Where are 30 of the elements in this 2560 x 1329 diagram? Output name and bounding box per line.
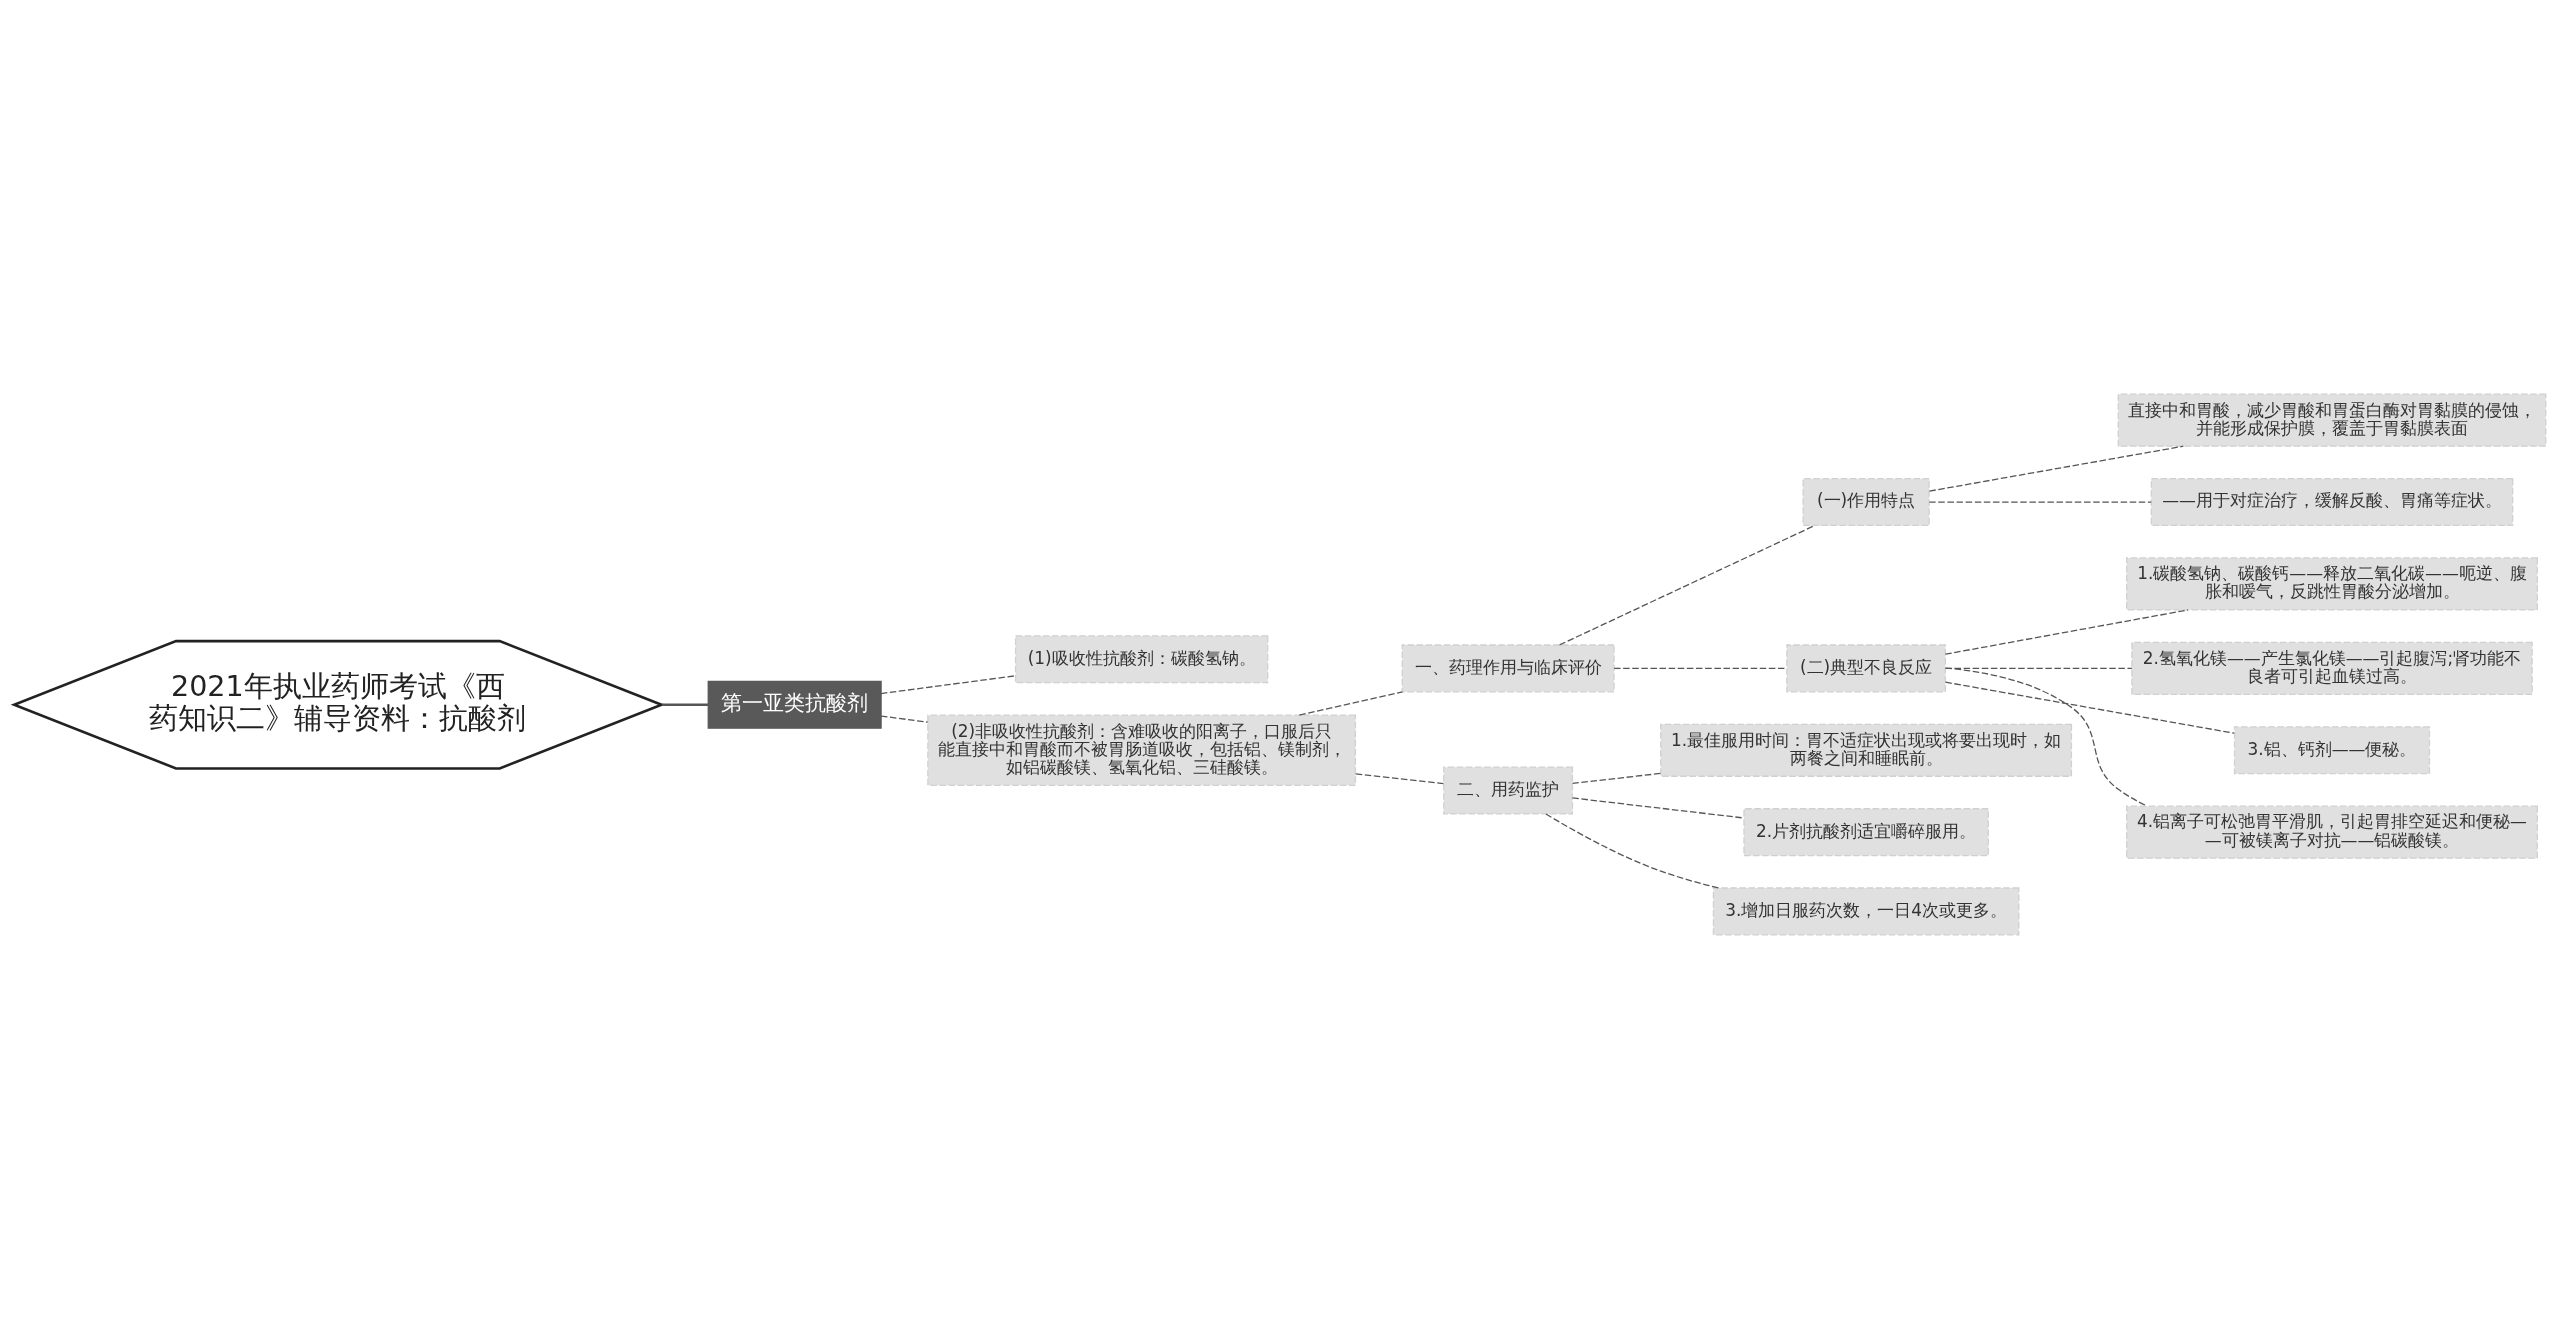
node-box: 3.增加日服药次数，一日4次或更多。 (1712, 887, 2020, 936)
connector (1355, 773, 1445, 785)
node-box: 1.最佳服用时间：胃不适症状出现或将要出现时，如两餐之间和睡眠前。 (1660, 723, 2073, 777)
node-box: 1.碳酸氢钠、碳酸钙——释放二氧化碳——呃逆、腹胀和嗳气，反跳性胃酸分泌增加。 (2126, 557, 2538, 611)
connector (1571, 772, 1662, 785)
node-box: 第一亚类抗酸剂 (707, 680, 882, 729)
connector (880, 675, 1017, 695)
node-box: 2.氢氧化镁——产生氯化镁——引起腹泻;肾功能不良者可引起血镁过高。 (2131, 641, 2533, 696)
node-box: (一)作用特点 (1802, 478, 1930, 527)
node-box: 直接中和胃酸，减少胃酸和胃蛋白酶对胃黏膜的侵蚀，并能形成保护膜，覆盖于胃黏膜表面 (2117, 393, 2547, 447)
connector (1944, 609, 2189, 655)
connector (1298, 691, 1404, 716)
connector (1545, 813, 1720, 889)
node-box: 2.片剂抗酸剂适宜嚼碎服用。 (1743, 808, 1989, 857)
connector (1944, 681, 2235, 734)
connector (1928, 501, 2152, 503)
connector (1571, 797, 1745, 819)
node-box: 一、药理作用与临床评价 (1401, 644, 1615, 693)
connector (662, 703, 709, 706)
node-box: 3.铝、钙剂——便秘。 (2233, 726, 2431, 775)
node-box: 4.铝离子可松弛胃平滑肌，引起胃排空延迟和便秘——可被镁离子对抗——铝碳酸镁。 (2126, 805, 2538, 859)
node-box: (2)非吸收性抗酸剂：含难吸收的阳离子，口服后只能直接中和胃酸而不被胃肠道吸收，包括铝、镁制剂，如铝碳酸镁、氢氧化铝、三硅酸镁。 (927, 714, 1357, 786)
connector (880, 715, 929, 723)
node-box: 二、用药监护 (1443, 766, 1574, 815)
node-box: (二)典型不良反应 (1786, 644, 1947, 693)
node-box: ——用于对症治疗，缓解反酸、胃痛等症状。 (2150, 478, 2514, 527)
node-box: (1)吸收性抗酸剂：碳酸氢钠。 (1014, 635, 1269, 684)
connector (1558, 525, 1815, 646)
connector (1945, 667, 2148, 807)
connector (1928, 445, 2184, 492)
